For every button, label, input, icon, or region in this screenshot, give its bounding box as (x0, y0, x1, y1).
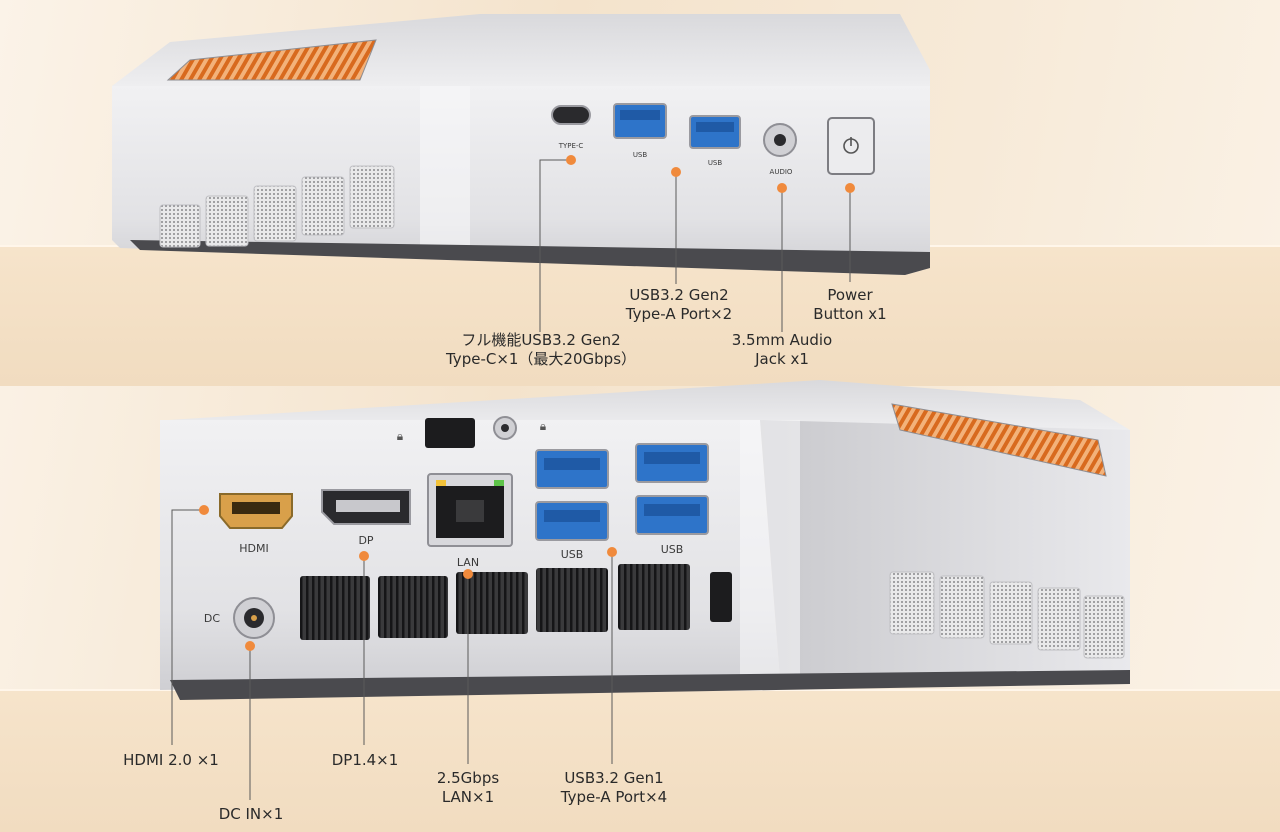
dc-label: DC (204, 612, 220, 625)
callout-dc: DC IN×1 (218, 805, 284, 823)
usb-ports-rear (535, 443, 709, 541)
rear-callout-dots (199, 505, 617, 651)
front-callout-dots (566, 155, 855, 193)
mini-pc-rear-view: 🔒︎ 🔒︎ HDMI DP LAN USB USB (160, 380, 1130, 700)
kensington-lock (425, 418, 475, 448)
usb-port-front-1 (613, 103, 667, 139)
mini-pc-front-view: TYPE-C USB USB AUDIO (112, 14, 930, 275)
rear-callout-lines (171, 509, 613, 800)
heatsink-fins-rear (891, 403, 1107, 477)
callout-audio: 3.5mm Audio Jack x1 (731, 331, 833, 368)
lock-icon-left: 🔒︎ (397, 429, 403, 443)
type-c-port (551, 105, 591, 125)
lan-label: LAN (457, 556, 479, 569)
callout-usb-rear: USB3.2 Gen1 Type-A Port×4 (560, 769, 668, 806)
usb-front-2-label: USB (708, 159, 723, 167)
type-c-port-label: TYPE-C (558, 142, 584, 150)
lock-icon-right: 🔒︎ (540, 419, 546, 433)
side-vents-rear (889, 571, 1125, 659)
hdmi-label: HDMI (239, 542, 268, 555)
audio-label: AUDIO (770, 168, 793, 176)
heatsink-fins (166, 39, 377, 81)
callout-dp: DP1.4×1 (331, 751, 399, 769)
front-callout-lines (539, 159, 851, 332)
usb-front-1-label: USB (633, 151, 648, 159)
callout-usb-front: USB3.2 Gen2 Type-A Port×2 (625, 286, 733, 323)
rear-vents (300, 564, 732, 640)
callout-power: Power Button x1 (813, 286, 887, 323)
callout-hdmi: HDMI 2.0 ×1 (123, 751, 219, 769)
usb-rear-1-label: USB (561, 548, 584, 561)
side-vents-front (159, 165, 395, 248)
usb-rear-2-label: USB (661, 543, 684, 556)
callout-lan: 2.5Gbps LAN×1 (436, 769, 500, 806)
callout-type-c: フル機能USB3.2 Gen2 Type-C×1（最大20Gbps） (445, 331, 637, 368)
shelf-top (0, 246, 1280, 386)
shelf-bottom (0, 690, 1280, 832)
dp-label: DP (358, 534, 373, 547)
